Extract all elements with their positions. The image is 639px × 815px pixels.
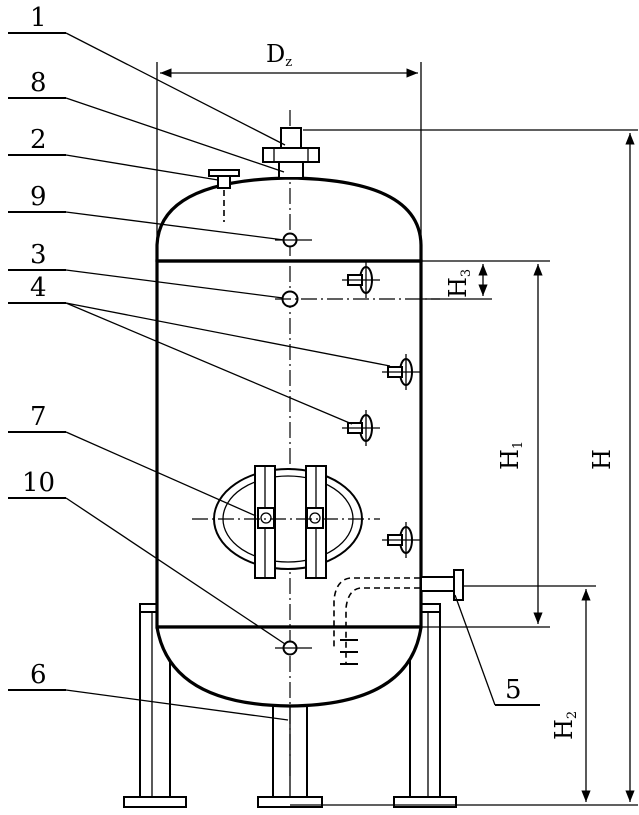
callout-numbers: 1 8 2 9 3 4 7 10 6 5: [22, 3, 522, 705]
callout-3: 3: [30, 240, 47, 270]
dim-diameter: Dz: [266, 40, 292, 70]
callout-6: 6: [30, 660, 47, 690]
outlet-nozzle: [333, 569, 464, 665]
callout-7: 7: [30, 402, 47, 432]
callout-9: 9: [30, 182, 47, 212]
callout-4: 4: [30, 273, 47, 303]
dim-h3: H3: [444, 269, 474, 298]
top-nozzle: [262, 127, 320, 179]
dimension-lines: [156, 62, 638, 806]
leader-lines: [8, 32, 540, 721]
support-legs: [123, 599, 457, 808]
callout-1: 1: [30, 3, 47, 33]
side-top-nozzle: [208, 169, 240, 222]
dim-total-height: H: [588, 449, 616, 470]
callout-10: 10: [22, 468, 55, 498]
ports: [275, 232, 440, 656]
gauge-fittings: [342, 262, 422, 558]
vessel-shell: [155, 176, 423, 708]
callout-5: 5: [505, 675, 522, 705]
callout-8: 8: [30, 68, 47, 98]
dimension-labels: Dz H H1 H3 H2: [266, 40, 616, 740]
dim-h1: H1: [496, 441, 526, 470]
callout-2: 2: [30, 125, 47, 155]
manhole: [192, 465, 380, 579]
dim-h2: H2: [550, 711, 580, 740]
